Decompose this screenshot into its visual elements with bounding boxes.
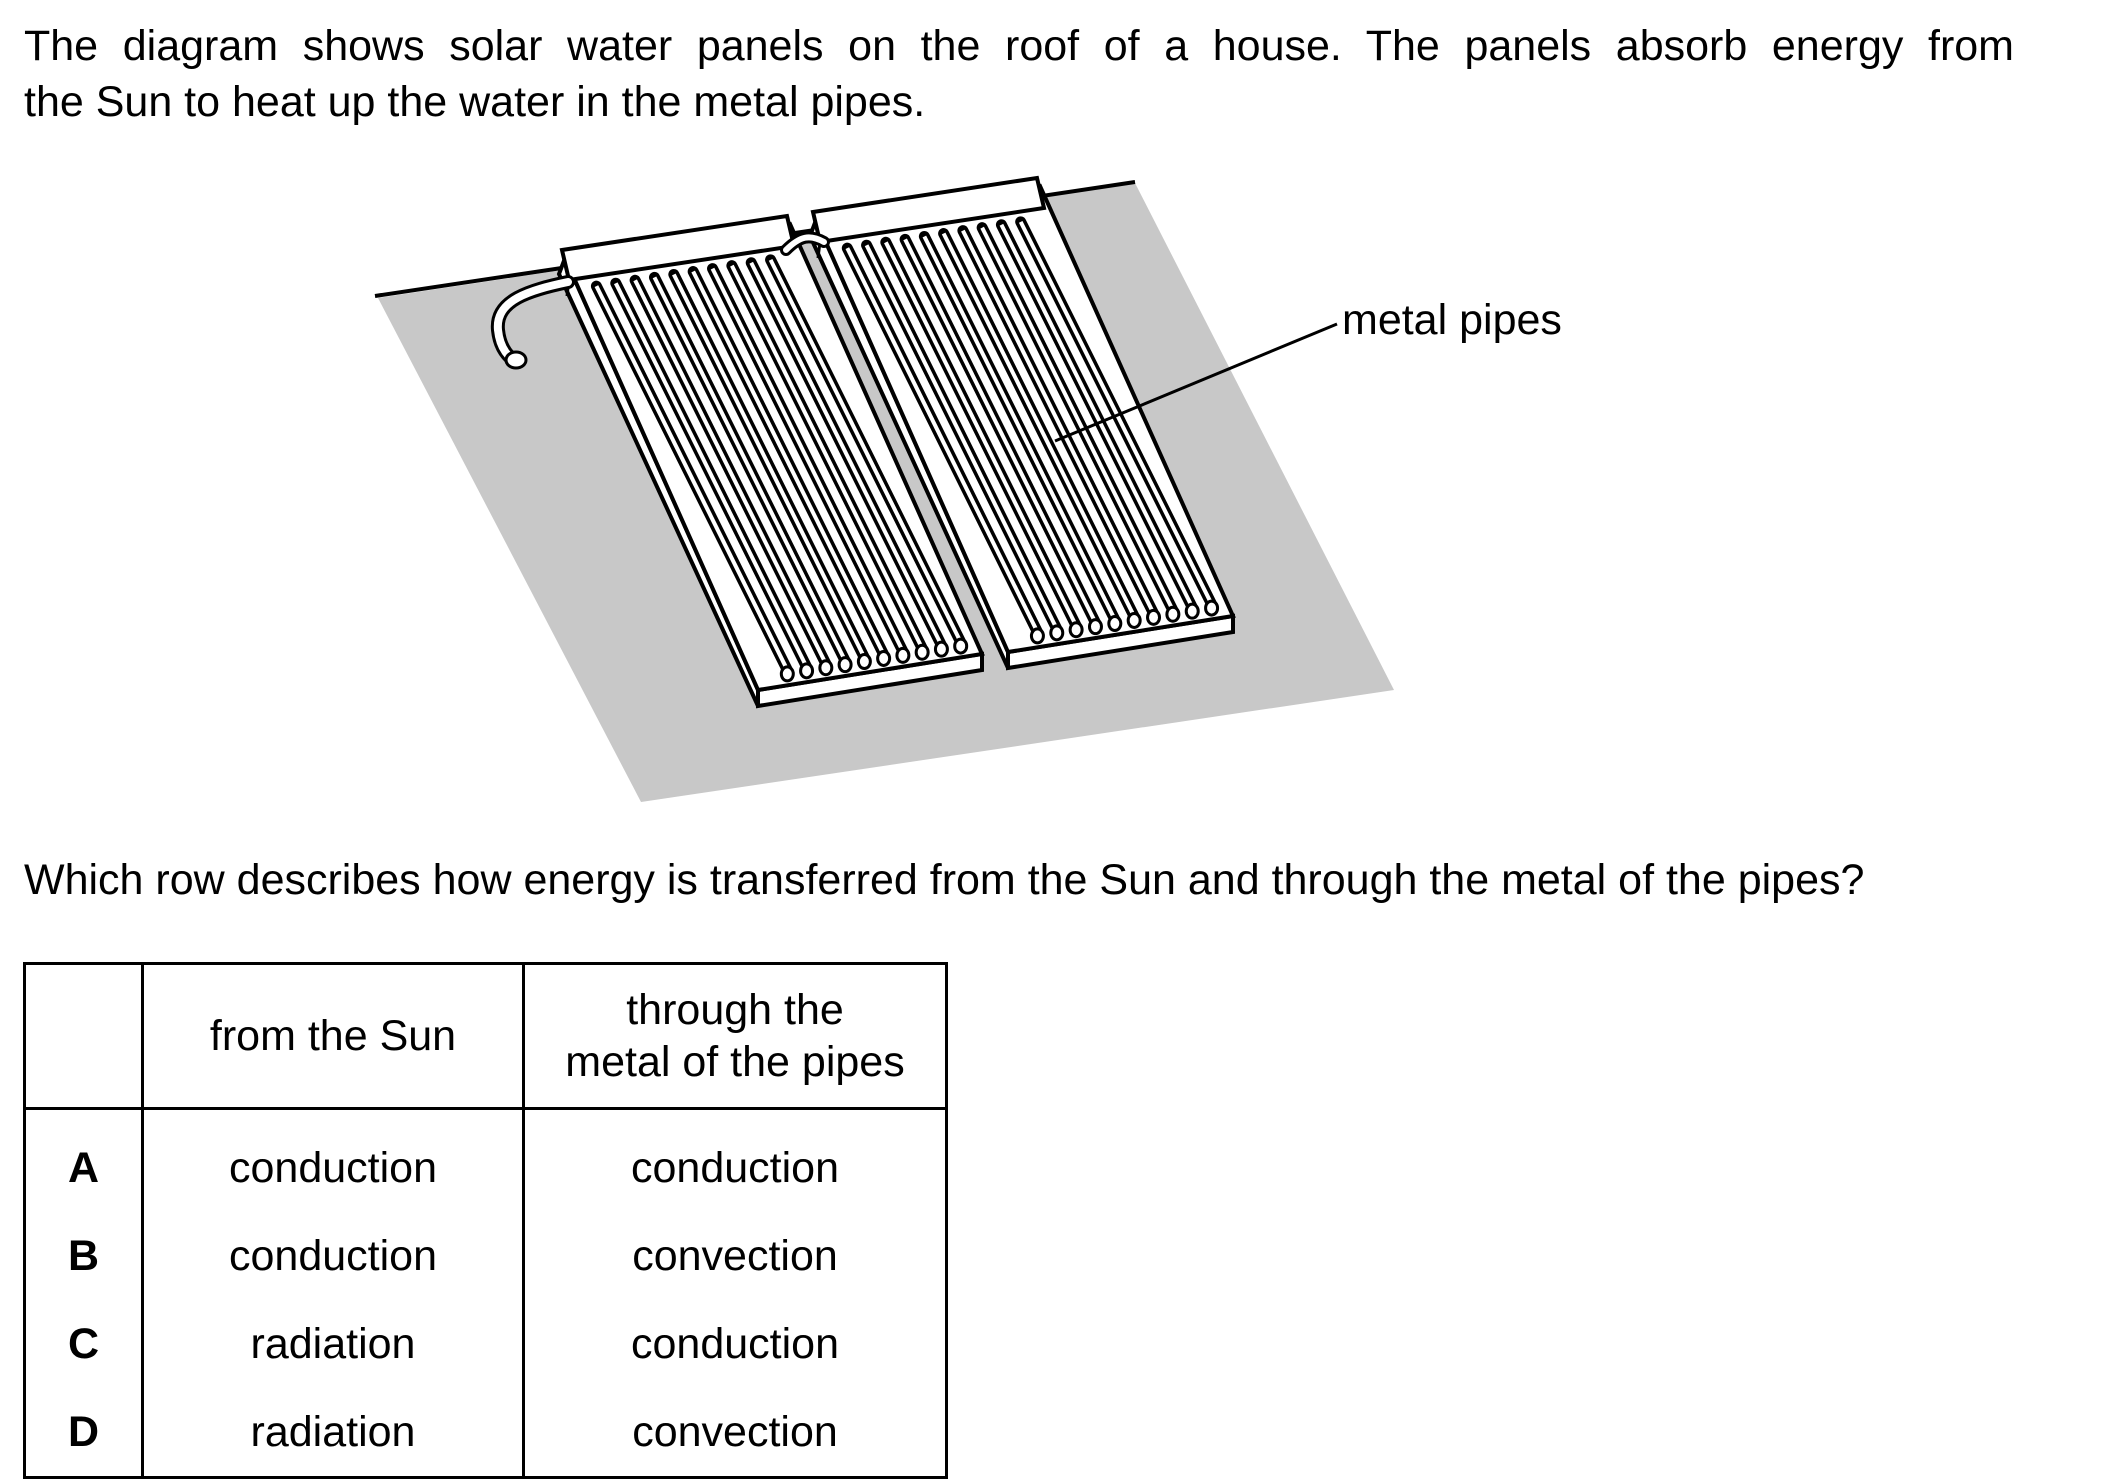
answer-table: from the Sun through the metal of the pi… [23,962,948,1479]
metal-pipe-highlight [691,270,886,656]
option-from-sun: radiation [141,1300,525,1388]
option-from-sun: conduction [141,1212,525,1300]
pipe-end [779,665,795,683]
table-row-a[interactable]: A conduction conduction [23,1108,948,1212]
metal-pipe-highlight [730,264,924,650]
table-row-d[interactable]: D radiation convection [23,1388,948,1479]
option-letter: C [23,1300,144,1388]
metal-pipe-highlight [980,226,1175,612]
intro-text: The diagram shows solar water panels on … [24,18,2014,130]
pipe-end [933,640,949,658]
metal-pipe-highlight [961,229,1156,615]
metal-pipes-label: metal pipes [1342,296,1562,344]
table-row-b[interactable]: B conduction convection [23,1212,948,1300]
pipe-end [1087,618,1103,636]
metal-pipe-highlight [710,267,905,653]
pipe-end [818,659,834,677]
table-row-c[interactable]: C radiation conduction [23,1300,948,1388]
metal-pipe-highlight [652,276,847,662]
header-through-pipes-line-1: through the [626,986,844,1034]
metal-pipe-highlight [1018,220,1214,605]
pipe-end [1049,624,1065,642]
metal-pipe-highlight [672,273,867,659]
metal-pipe-highlight [594,285,790,671]
metal-pipe-highlight [884,241,1078,627]
option-letter: D [23,1388,144,1479]
pipe-end [1204,599,1220,617]
header-through-pipes-line-2: metal of the pipes [565,1038,905,1086]
header-from-sun: from the Sun [141,962,525,1110]
solar-panels [556,175,1236,709]
pipe-end [914,643,930,661]
solar-panel-diagram: metal pipes [374,175,1562,802]
pipe-end [799,662,815,680]
metal-pipe-highlight [922,235,1117,621]
label-leader-line [1054,322,1338,443]
panel-header [810,175,1047,245]
metal-pipe-highlight [613,282,809,668]
pipe-end [1165,605,1181,623]
pipe-end [1126,611,1142,629]
intro-line-1: The diagram shows solar water panels on … [24,22,2014,70]
pipe-end [876,649,892,667]
metal-pipe-highlight [768,258,963,643]
metal-pipe-highlight [903,238,1098,624]
option-through-pipes: convection [522,1212,948,1300]
table-header-row: from the Sun through the metal of the pi… [23,962,948,1110]
intro-line-2: the Sun to heat up the water in the meta… [24,78,926,126]
option-through-pipes: conduction [522,1108,948,1212]
pipe-end [837,656,853,674]
metal-pipe-highlight [864,244,1059,630]
pipe-end [953,637,969,655]
metal-pipe-highlight [633,279,828,665]
pipe-end [1029,627,1045,645]
option-through-pipes: conduction [522,1300,948,1388]
question-text: Which row describes how energy is transf… [24,856,1865,904]
option-letter: B [23,1212,144,1300]
pipe-end [1146,608,1162,626]
pipe-end [895,646,911,664]
hose-end [504,350,528,370]
pipe-end [856,653,872,671]
metal-pipe-highlight [999,223,1195,609]
option-letter: A [23,1108,144,1212]
metal-pipe-highlight [941,232,1136,618]
pipe-end [1107,615,1123,633]
option-from-sun: radiation [141,1388,525,1479]
pipe-end [1068,621,1084,639]
header-letter-cell [23,962,144,1110]
metal-pipe-highlight [845,247,1040,633]
pipe-end [1184,602,1200,620]
option-through-pipes: convection [522,1388,948,1479]
header-through-pipes: through the metal of the pipes [522,962,948,1110]
panel-connector-inner [783,234,827,253]
option-from-sun: conduction [141,1108,525,1212]
metal-pipe-highlight [749,261,944,647]
